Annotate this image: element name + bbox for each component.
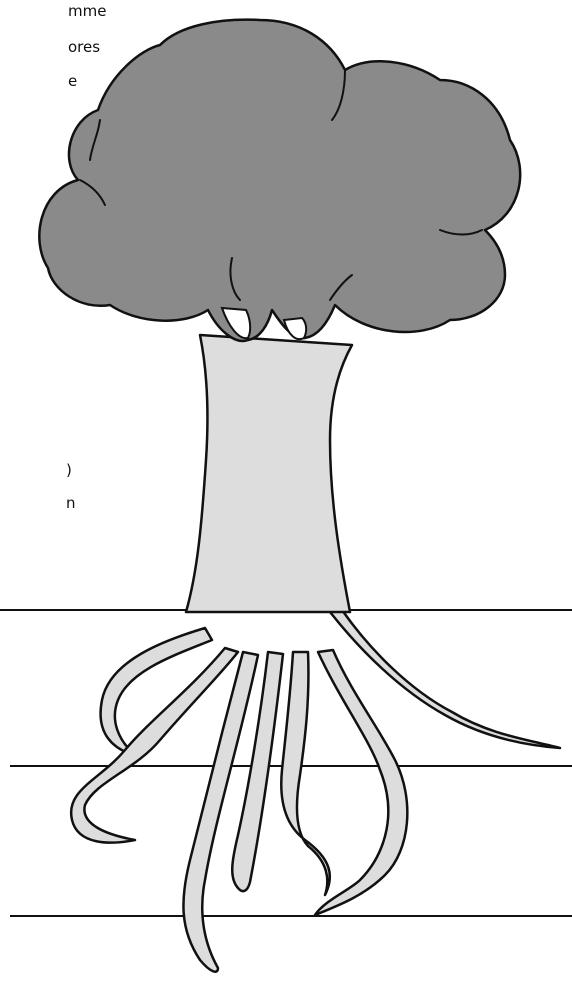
canopy	[39, 20, 520, 341]
text-fragment-1: mme	[68, 0, 106, 22]
text-fragment-5: n	[66, 492, 76, 514]
text-fragment-3: e	[68, 70, 77, 92]
text-fragment-2: ores	[68, 36, 100, 58]
roots	[71, 610, 560, 972]
root-5	[281, 652, 330, 895]
canopy-gap-right	[284, 318, 306, 339]
text-fragment-4: )	[66, 459, 72, 481]
trunk	[186, 335, 352, 612]
